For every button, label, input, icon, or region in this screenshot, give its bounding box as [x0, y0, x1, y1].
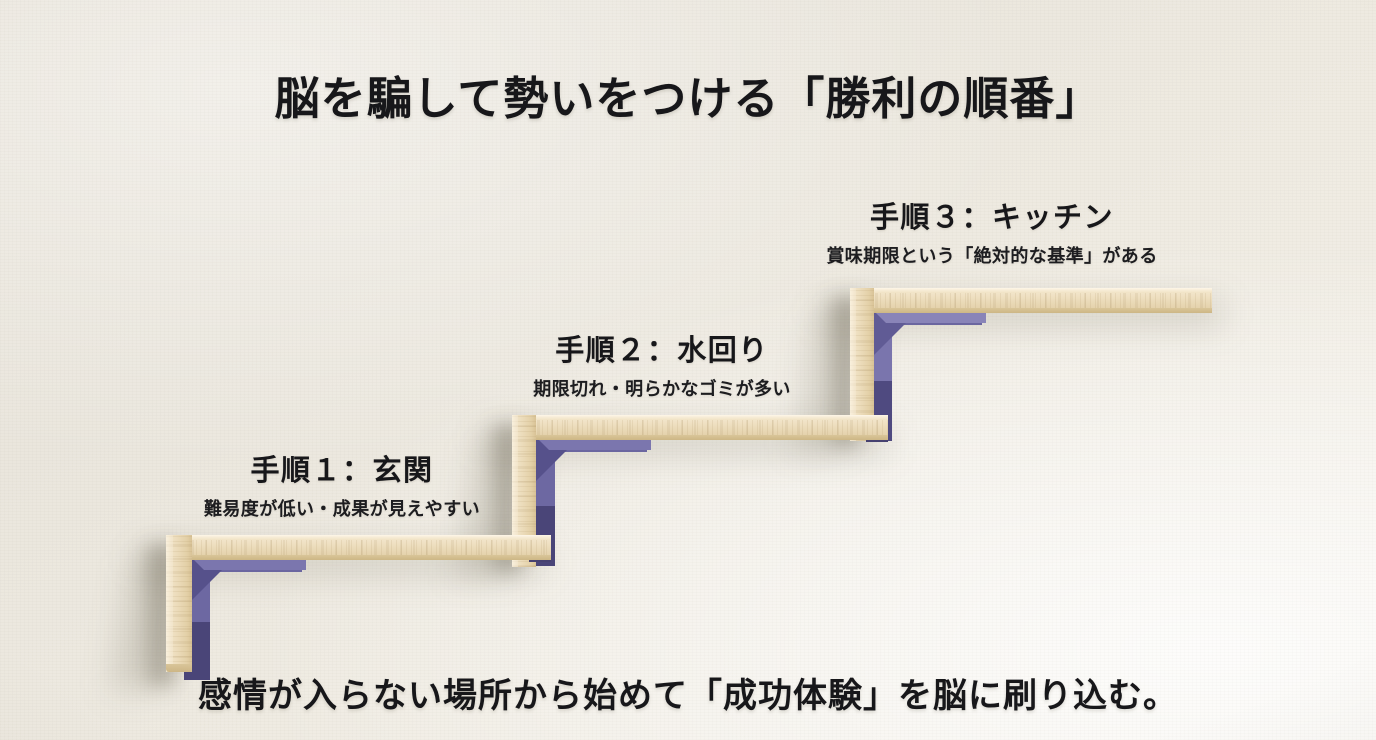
page-title: 脳を騙して勢いをつける「勝利の順番」: [274, 73, 1102, 124]
step3-riser-highlight: [850, 288, 856, 441]
step3-tread-top-edge: [850, 288, 1212, 293]
step1-tread-top-edge: [166, 535, 551, 540]
step-2-title: 手順２：水回り: [555, 335, 769, 367]
step-1-title: 手順１：玄関: [250, 455, 434, 487]
step1-end-post-highlight: [166, 535, 173, 672]
step-2-label-group: 手順２：水回り 期限切れ・明らかなゴミが多い: [432, 327, 892, 401]
step-2-subtitle: 期限切れ・明らかなゴミが多い: [533, 379, 791, 399]
step-3-subtitle: 賞味期限という「絶対的な基準」がある: [826, 246, 1158, 266]
step1-end-post-foot: [166, 664, 192, 672]
step-3-title: 手順３：キッチン: [869, 202, 1114, 234]
step-1-subtitle: 難易度が低い・成果が見えやすい: [204, 499, 480, 519]
page-footer-caption: 感情が入らない場所から始めて「成功体験」を脳に刷り込む。: [198, 677, 1178, 715]
step-3-label-group: 手順３：キッチン 賞味期限という「絶対的な基準」がある: [762, 194, 1222, 268]
step3-tread-bottom-edge: [850, 308, 1212, 313]
step1-tread-bottom-edge: [166, 555, 551, 560]
step-1-label-group: 手順１：玄関 難易度が低い・成果が見えやすい: [112, 447, 572, 521]
step2-riser-highlight: [512, 415, 518, 567]
step2-tread-bottom-edge: [512, 435, 888, 440]
step2-tread-top-edge: [512, 415, 888, 420]
